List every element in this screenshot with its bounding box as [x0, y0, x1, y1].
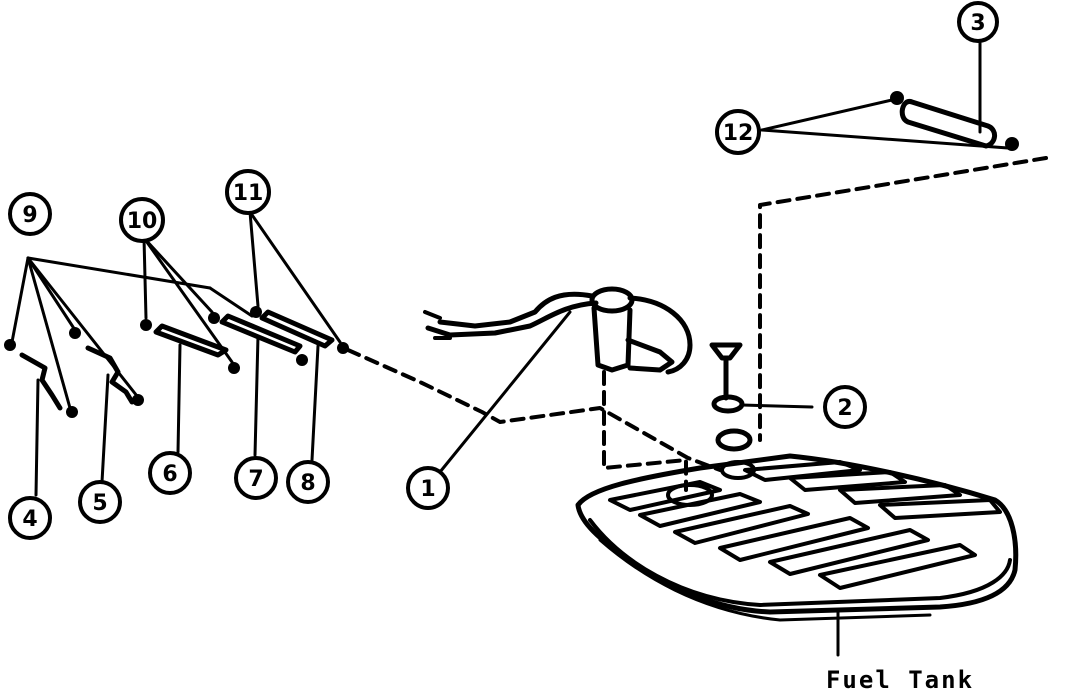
svg-text:2: 2 — [837, 396, 852, 421]
svg-text:8: 8 — [300, 471, 315, 496]
diagram-caption: Fuel Tank — [826, 666, 974, 694]
callout-9: 9 — [8, 192, 52, 236]
svg-text:4: 4 — [22, 507, 37, 532]
filler-parts — [709, 342, 814, 452]
mounting-hardware — [4, 210, 349, 497]
callout-4: 4 — [8, 496, 52, 540]
callouts: 1 2 3 4 5 6 7 8 — [8, 1, 999, 540]
svg-text:5: 5 — [92, 491, 107, 516]
hose-and-clamps — [760, 38, 1019, 151]
svg-text:6: 6 — [162, 462, 177, 487]
callout-5: 5 — [78, 480, 122, 524]
svg-text:1: 1 — [420, 477, 435, 502]
callout-6: 6 — [148, 451, 192, 495]
svg-text:10: 10 — [127, 209, 158, 234]
fuel-tank — [575, 453, 1019, 657]
callout-1: 1 — [406, 466, 450, 510]
callout-12: 12 — [715, 109, 761, 155]
svg-text:12: 12 — [723, 121, 754, 146]
callout-7: 7 — [234, 456, 278, 500]
svg-text:3: 3 — [970, 11, 985, 36]
callout-11: 11 — [225, 169, 271, 215]
svg-text:7: 7 — [248, 467, 263, 492]
callout-3: 3 — [957, 1, 999, 43]
callout-2: 2 — [823, 385, 867, 429]
svg-text:9: 9 — [22, 203, 37, 228]
callout-8: 8 — [286, 460, 330, 504]
installation-lines — [346, 156, 1048, 492]
callout-10: 10 — [119, 197, 165, 243]
fuel-pump-assembly — [423, 286, 693, 375]
svg-text:11: 11 — [233, 181, 264, 206]
